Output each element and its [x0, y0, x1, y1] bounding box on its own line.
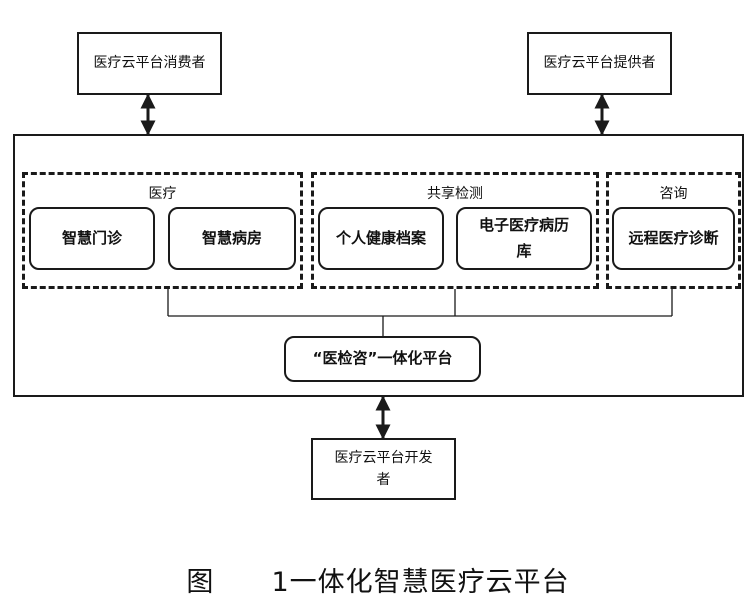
group-medical: 医疗: [22, 172, 303, 289]
provider-box: 医疗云平台提供者: [527, 32, 672, 95]
consumer-label: 医疗云平台消费者: [93, 55, 206, 71]
consumer-box: 医疗云平台消费者: [77, 32, 222, 95]
tree-connectors: [167, 289, 673, 336]
group-consult-title: 咨询: [659, 186, 688, 202]
integrated-platform-box: “医检咨”一体化平台: [284, 336, 481, 382]
integrated-platform-label: “医检咨”一体化平台: [312, 349, 453, 368]
emr-box: 电子医疗病历 库: [456, 207, 592, 270]
remote-diagnosis-label: 远程医疗诊断: [628, 228, 719, 247]
developer-label-line2: 者: [376, 472, 391, 488]
figure-caption-text: 1一体化智慧医疗云平台: [271, 567, 570, 598]
developer-label-line1: 医疗云平台开发: [334, 449, 433, 466]
group-medical-title: 医疗: [148, 186, 177, 202]
group-shared-title: 共享检测: [427, 186, 483, 202]
remote-diagnosis-box: 远程医疗诊断: [612, 207, 735, 270]
group-consult: 咨询: [606, 172, 741, 289]
emr-label-line2: 库: [516, 241, 532, 260]
figure-caption-label: 图: [186, 567, 215, 598]
smart-clinic-label: 智慧门诊: [61, 228, 122, 247]
health-record-label: 个人健康档案: [335, 228, 426, 247]
health-record-box: 个人健康档案: [318, 207, 444, 270]
platform-frame: [13, 134, 744, 397]
figure-caption: 图 1一体化智慧医疗云平台: [0, 560, 756, 599]
smart-ward-box: 智慧病房: [168, 207, 296, 270]
provider-label: 医疗云平台提供者: [543, 55, 656, 71]
developer-box: 医疗云平台开发 者: [311, 438, 456, 500]
smart-clinic-box: 智慧门诊: [29, 207, 155, 270]
group-shared: 共享检测: [311, 172, 599, 289]
smart-ward-label: 智慧病房: [201, 228, 262, 247]
emr-label-line1: 电子医疗病历: [478, 216, 569, 234]
